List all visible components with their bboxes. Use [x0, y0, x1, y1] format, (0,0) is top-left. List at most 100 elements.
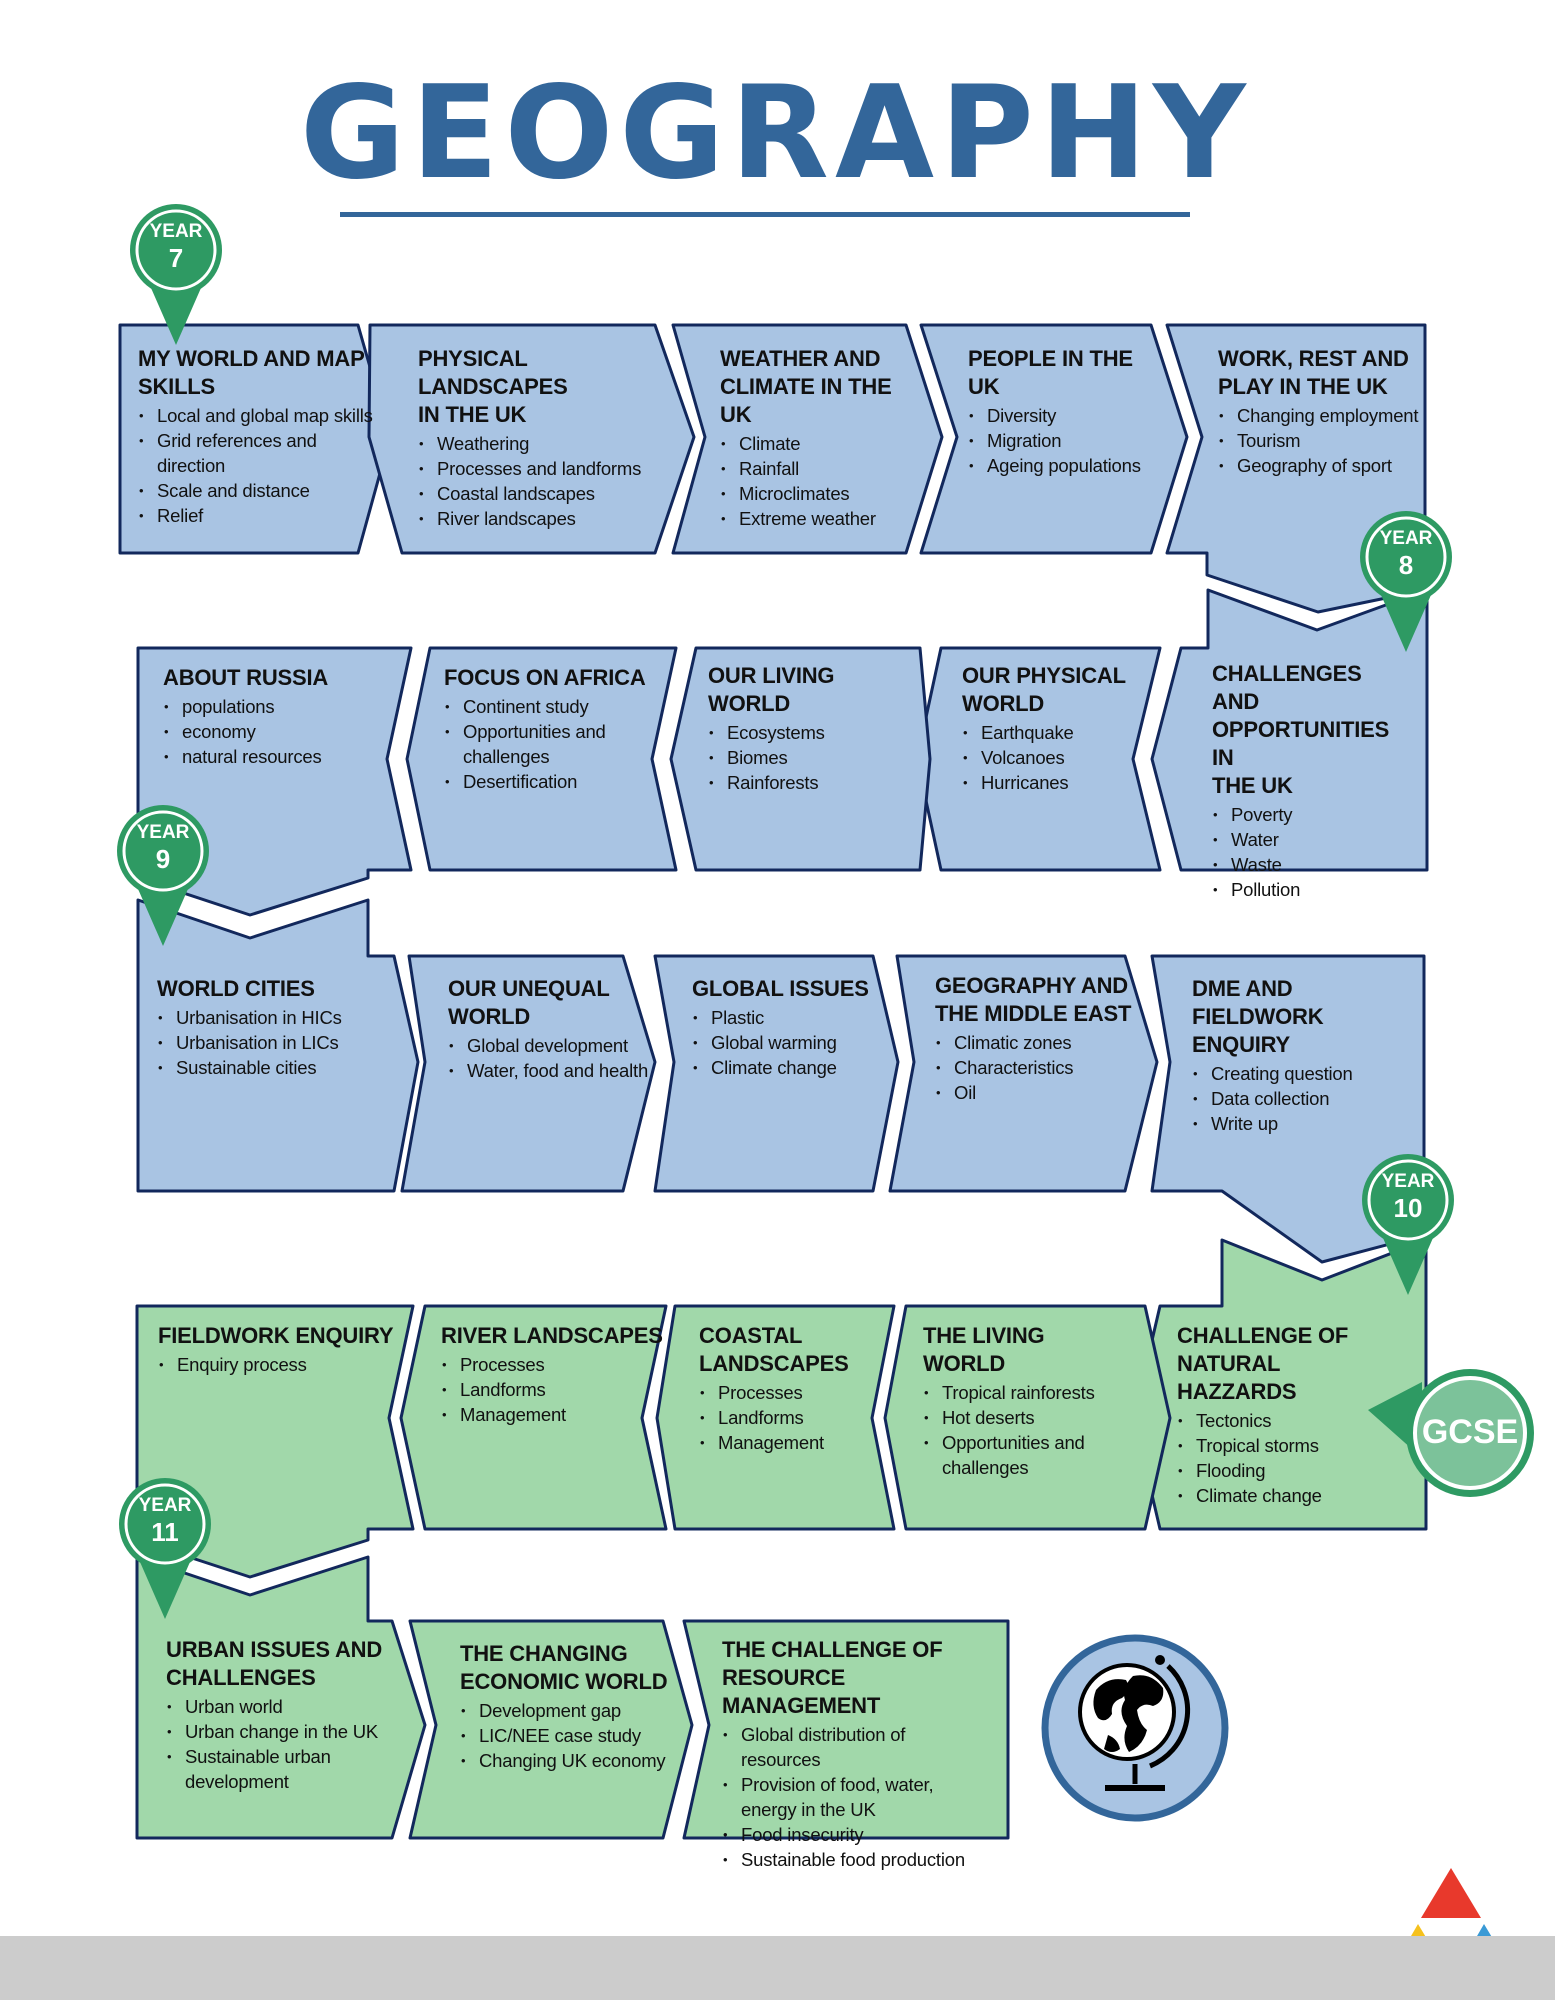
topic-title: GEOGRAPHY AND THE MIDDLE EAST: [935, 972, 1135, 1028]
topic-item: Volcanoes: [963, 745, 1157, 770]
topic-block: FIELDWORK ENQUIRY Enquiry process: [158, 1322, 398, 1377]
year-pin-word: YEAR: [138, 1495, 192, 1516]
topic-item: Plastic: [693, 1005, 892, 1030]
topic-title-line: GLOBAL ISSUES: [692, 976, 869, 1001]
topic-title-line: WEATHER AND: [720, 346, 881, 371]
footer-bar: [0, 1936, 1555, 2000]
topic-block: URBAN ISSUES AND CHALLENGES Urban worldUrb…: [166, 1636, 396, 1794]
year-pin-icon: [119, 1478, 211, 1619]
topic-item: Sustainable food production: [723, 1847, 982, 1872]
topic-block: RIVER LANDSCAPES ProcessesLandformsManage…: [441, 1322, 666, 1427]
year-pin-word: YEAR: [1379, 528, 1433, 549]
year-pin-word: YEAR: [1381, 1171, 1435, 1192]
topic-shape: [1150, 588, 1429, 872]
topic-title-line: CHALLENGES AND: [1212, 661, 1362, 714]
topic-item: Management: [442, 1402, 666, 1427]
topic-title: THE LIVING WORLD: [923, 1322, 1128, 1378]
topic-title-line: THE UK: [1212, 773, 1293, 798]
topic-item: Pollution: [1213, 877, 1412, 902]
topic-title: URBAN ISSUES AND CHALLENGES: [166, 1636, 396, 1692]
year-pin-number: 9: [155, 844, 171, 874]
topic-item: Scale and distance: [139, 478, 378, 503]
topic-item: Climate change: [1178, 1483, 1392, 1508]
topic-title-line: FOCUS ON AFRICA: [444, 665, 646, 690]
topic-list: populationseconomynatural resources: [163, 694, 403, 769]
topic-item: Tropical storms: [1178, 1433, 1392, 1458]
topic-list: ProcessesLandformsManagement: [441, 1352, 666, 1427]
topic-item: Urban world: [167, 1694, 396, 1719]
topic-title-line: THE MIDDLE EAST: [935, 1001, 1132, 1026]
topic-item: Earthquake: [963, 720, 1157, 745]
topic-item: Development gap: [461, 1698, 670, 1723]
topic-title-line: OPPORTUNITIES IN: [1212, 717, 1390, 770]
topic-item: Management: [700, 1430, 899, 1455]
topic-title-line: OUR PHYSICAL: [962, 663, 1126, 688]
topic-title-line: OUR UNEQUAL: [448, 976, 610, 1001]
topic-title-line: NATURAL HAZZARDS: [1177, 1351, 1297, 1404]
topic-title-line: PLAY IN THE UK: [1218, 374, 1388, 399]
topic-title: GLOBAL ISSUES: [692, 975, 892, 1003]
topic-block: WEATHER AND CLIMATE IN THE UKClimateRainf…: [720, 345, 920, 531]
topic-title-line: ECONOMIC WORLD: [460, 1669, 668, 1694]
topic-title-line: WORK, REST AND: [1218, 346, 1409, 371]
year-pin-icon: [1360, 511, 1452, 652]
topic-list: Urban worldUrban change in the UKSustain…: [166, 1694, 396, 1794]
topic-item: Climate change: [693, 1055, 892, 1080]
topic-block: OUR PHYSICALWORLDEarthquakeVolcanoesHurr…: [962, 662, 1157, 795]
topic-item: Desertification: [445, 769, 659, 794]
topic-item: Waste: [1213, 852, 1412, 877]
topic-title-line: URBAN ISSUES AND: [166, 1637, 383, 1662]
topic-title-line: WORLD CITIES: [157, 976, 315, 1001]
topic-block: FOCUS ON AFRICA Continent studyOpportunit…: [444, 664, 659, 794]
topic-item: Processes: [442, 1352, 666, 1377]
topic-title-line: WORLD: [448, 1004, 531, 1029]
topic-title-line: THE CHALLENGE OF: [722, 1637, 943, 1662]
topic-item: Write up: [1193, 1111, 1422, 1136]
topic-item: Opportunities and challenges: [924, 1430, 1128, 1480]
topic-item: economy: [164, 719, 403, 744]
topic-list: PlasticGlobal warmingClimate change: [692, 1005, 892, 1080]
topic-item: Oil: [936, 1080, 1135, 1105]
topic-list: EcosystemsBiomesRainforests: [708, 720, 908, 795]
topic-title-line: MY WORLD AND MAP: [138, 346, 365, 371]
topic-title-line: RESOURCE MANAGEMENT: [722, 1665, 881, 1718]
topic-item: Characteristics: [936, 1055, 1135, 1080]
topic-list: Continent studyOpportunities and challen…: [444, 694, 659, 794]
gcse-badge: [1368, 1369, 1534, 1497]
topic-title-line: CHALLENGE OF: [1177, 1323, 1349, 1348]
topic-title-line: CLIMATE IN THE UK: [720, 374, 892, 427]
topic-title-line: ABOUT RUSSIA: [163, 665, 329, 690]
topic-block: COASTALLANDSCAPESProcessesLandformsManag…: [699, 1322, 899, 1455]
topic-list: Enquiry process: [158, 1352, 398, 1377]
topic-title-line: RIVER LANDSCAPES: [441, 1323, 663, 1348]
topic-block: MY WORLD AND MAPSKILLSLocal and global m…: [138, 345, 378, 528]
topic-title: WEATHER AND CLIMATE IN THE UK: [720, 345, 920, 429]
topic-title-line: COASTAL: [699, 1323, 803, 1348]
topic-item: Changing employment: [1219, 403, 1428, 428]
topic-title-line: CHALLENGES: [166, 1665, 316, 1690]
topic-item: Enquiry process: [159, 1352, 398, 1377]
topic-item: Flooding: [1178, 1458, 1392, 1483]
topic-list: ClimateRainfallMicroclimatesExtreme weat…: [720, 431, 920, 531]
topic-list: EarthquakeVolcanoesHurricanes: [962, 720, 1157, 795]
topic-item: Weathering: [419, 431, 668, 456]
year-pin-number: 7: [168, 243, 184, 273]
topic-title-line: FIELDWORK ENQUIRY: [158, 1323, 394, 1348]
topic-list: Urbanisation in HICsUrbanisation in LICs…: [157, 1005, 387, 1080]
topic-item: Tectonics: [1178, 1408, 1392, 1433]
topic-block: WORK, REST AND PLAY IN THE UK Changing emp…: [1218, 345, 1428, 478]
topic-block: OUR LIVING WORLDEcosystemsBiomesRainfore…: [708, 662, 908, 795]
topic-item: Extreme weather: [721, 506, 920, 531]
topic-item: populations: [164, 694, 403, 719]
topic-item: Rainforests: [709, 770, 908, 795]
year-pin-number: 8: [1398, 550, 1414, 580]
topic-title-line: IN THE UK: [418, 402, 527, 427]
topic-title-line: GEOGRAPHY AND: [935, 973, 1128, 998]
